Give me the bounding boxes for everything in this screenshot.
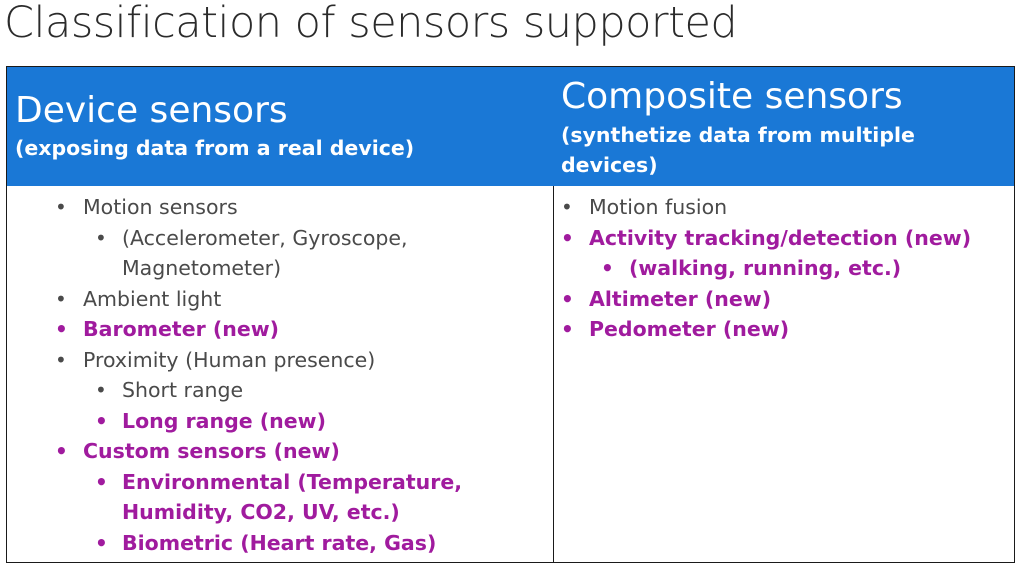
list-item-text: Altimeter (new) [589, 286, 772, 311]
list-item-text: Barometer (new) [83, 317, 280, 341]
bullet-icon: • [561, 317, 574, 341]
bullet-icon: • [601, 256, 614, 280]
device-sensors-body: • Motion sensors • (Accelerometer, Gyroscop… [7, 186, 553, 562]
list-item: • Long range (new) [7, 406, 553, 437]
list-item-text: Motion sensors [83, 195, 238, 219]
device-sensors-column: Device sensors (exposing data from a rea… [7, 67, 554, 562]
composite-sensors-list: • Motion fusion • Activity tracking/detecti… [553, 186, 1014, 345]
bullet-icon: • [561, 225, 574, 250]
list-item-text: Activity tracking/detection (new) [589, 225, 972, 250]
list-item-text: Short range [122, 378, 244, 402]
list-item-text: Long range (new) [122, 408, 326, 433]
list-item: • (walking, running, etc.) [553, 253, 1014, 284]
list-item: • Biometric (Heart rate, Gas) [7, 528, 553, 559]
bullet-icon: • [55, 195, 67, 219]
composite-sensors-body: • Motion fusion • Activity tracking/detecti… [553, 186, 1014, 562]
sensor-classification-table: Device sensors (exposing data from a rea… [6, 66, 1015, 563]
device-sensors-list: • Motion sensors • (Accelerometer, Gyroscop… [7, 186, 553, 558]
list-item-text: Motion fusion [589, 195, 728, 219]
list-item: • (Accelerometer, Gyroscope, Magnetometer… [7, 223, 553, 284]
list-item-text: Custom sensors (new) [83, 439, 340, 463]
list-item: • Short range [7, 375, 553, 406]
bullet-icon: • [95, 408, 108, 433]
bullet-icon: • [561, 195, 573, 219]
list-item-text: (walking, running, etc.) [629, 256, 902, 280]
device-sensors-subheading: (exposing data from a real device) [15, 136, 415, 160]
list-item: • Ambient light [7, 284, 553, 315]
list-item-text: Proximity (Human presence) [83, 347, 376, 372]
composite-sensors-heading: Composite sensors [561, 76, 903, 117]
list-item: • Custom sensors (new) [7, 436, 553, 467]
bullet-icon: • [95, 225, 107, 250]
composite-sensors-subheading: (synthetize data from multiple devices) [561, 123, 915, 177]
device-sensors-heading: Device sensors [15, 90, 288, 131]
list-item-text: Biometric (Heart rate, Gas) [122, 530, 437, 555]
device-sensors-header: Device sensors (exposing data from a rea… [7, 67, 553, 186]
list-item: • Environmental (Temperature, Humidity, C… [7, 467, 553, 528]
list-item-text: Ambient light [83, 286, 222, 311]
list-item: • Pedometer (new) [553, 314, 1014, 345]
bullet-icon: • [95, 469, 108, 494]
composite-sensors-column: Composite sensors (synthetize data from … [553, 67, 1014, 562]
page-title: Classification of sensors supported [4, 0, 738, 48]
list-item-text: (Accelerometer, Gyroscope, Magnetometer) [122, 225, 408, 281]
list-item-text: Environmental (Temperature, Humidity, CO… [122, 469, 463, 525]
list-item: • Proximity (Human presence) [7, 345, 553, 376]
list-item: • Barometer (new) [7, 314, 553, 345]
list-item: • Motion fusion [553, 192, 1014, 223]
bullet-icon: • [55, 347, 67, 372]
list-item: • Motion sensors [7, 192, 553, 223]
bullet-icon: • [95, 378, 107, 402]
bullet-icon: • [95, 530, 108, 555]
bullet-icon: • [55, 439, 68, 463]
bullet-icon: • [561, 286, 574, 311]
list-item-text: Pedometer (new) [589, 317, 790, 341]
bullet-icon: • [55, 286, 67, 311]
bullet-icon: • [55, 317, 68, 341]
list-item: • Activity tracking/detection (new) [553, 223, 1014, 254]
composite-sensors-header: Composite sensors (synthetize data from … [553, 67, 1014, 186]
list-item: • Altimeter (new) [553, 284, 1014, 315]
